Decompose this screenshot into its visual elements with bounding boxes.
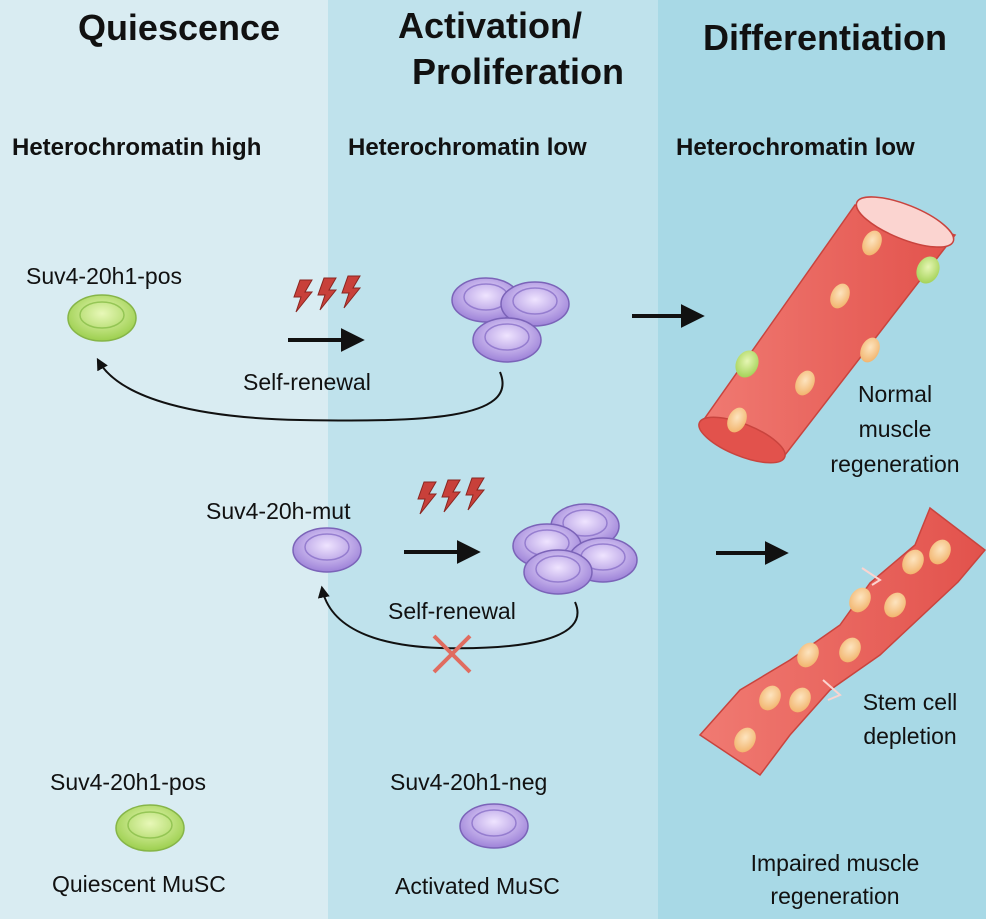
activation-column	[328, 0, 658, 919]
blocked-x-icon	[432, 634, 472, 674]
activation-subtitle: Heterochromatin low	[348, 134, 587, 161]
damaged-fiber-nuclei	[734, 539, 951, 753]
normal-outcome-line2: muscle	[858, 416, 932, 442]
differentiation-subtitle: Heterochromatin low	[676, 134, 915, 161]
activation-title-line1: Activation/	[397, 5, 583, 46]
legend-quiescent-cell	[115, 804, 185, 852]
depletion-outcome-line1: Stem cell	[862, 689, 958, 715]
bottom-self-renewal-label: Self-renewal	[388, 598, 516, 624]
bottom-self-renewal-curve	[317, 585, 579, 650]
differentiation-column	[658, 0, 986, 919]
depletion-outcome-line2: depletion	[863, 723, 957, 749]
quiescence-column	[0, 0, 328, 919]
top-quiescent-cell	[67, 294, 137, 342]
legend-activated-cell	[459, 803, 529, 849]
legend-activated-name: Activated MuSC	[395, 873, 560, 899]
footer-line1: Impaired muscle	[750, 850, 920, 876]
normal-outcome-line1: Normal	[857, 381, 933, 407]
normal-outcome-line3: regeneration	[830, 451, 960, 477]
bottom-mutant-cell	[292, 527, 362, 573]
footer-line2: regeneration	[770, 883, 900, 909]
quiescence-title: Quiescence	[77, 7, 281, 48]
top-activated-cell-cluster	[451, 277, 570, 363]
differentiation-title: Differentiation	[702, 17, 947, 58]
bottom-cell-label: Suv4-20h-mut	[206, 498, 351, 524]
normal-muscle-fiber	[698, 196, 957, 464]
bottom-activated-cell-cluster	[512, 503, 638, 595]
top-cell-label: Suv4-20h1-pos	[26, 263, 182, 289]
top-self-renewal-curve	[96, 357, 504, 422]
top-lightning-icon	[293, 275, 361, 313]
top-self-renewal-label: Self-renewal	[243, 369, 371, 395]
legend-activated-marker: Suv4-20h1-neg	[390, 769, 548, 795]
bottom-lightning-icon	[417, 477, 485, 515]
legend-quiescent-name: Quiescent MuSC	[52, 871, 226, 897]
quiescence-subtitle: Heterochromatin high	[12, 134, 262, 161]
normal-fiber-nuclei	[727, 230, 940, 433]
legend-quiescent-marker: Suv4-20h1-pos	[50, 769, 206, 795]
activation-title-line2: Proliferation	[411, 51, 625, 92]
